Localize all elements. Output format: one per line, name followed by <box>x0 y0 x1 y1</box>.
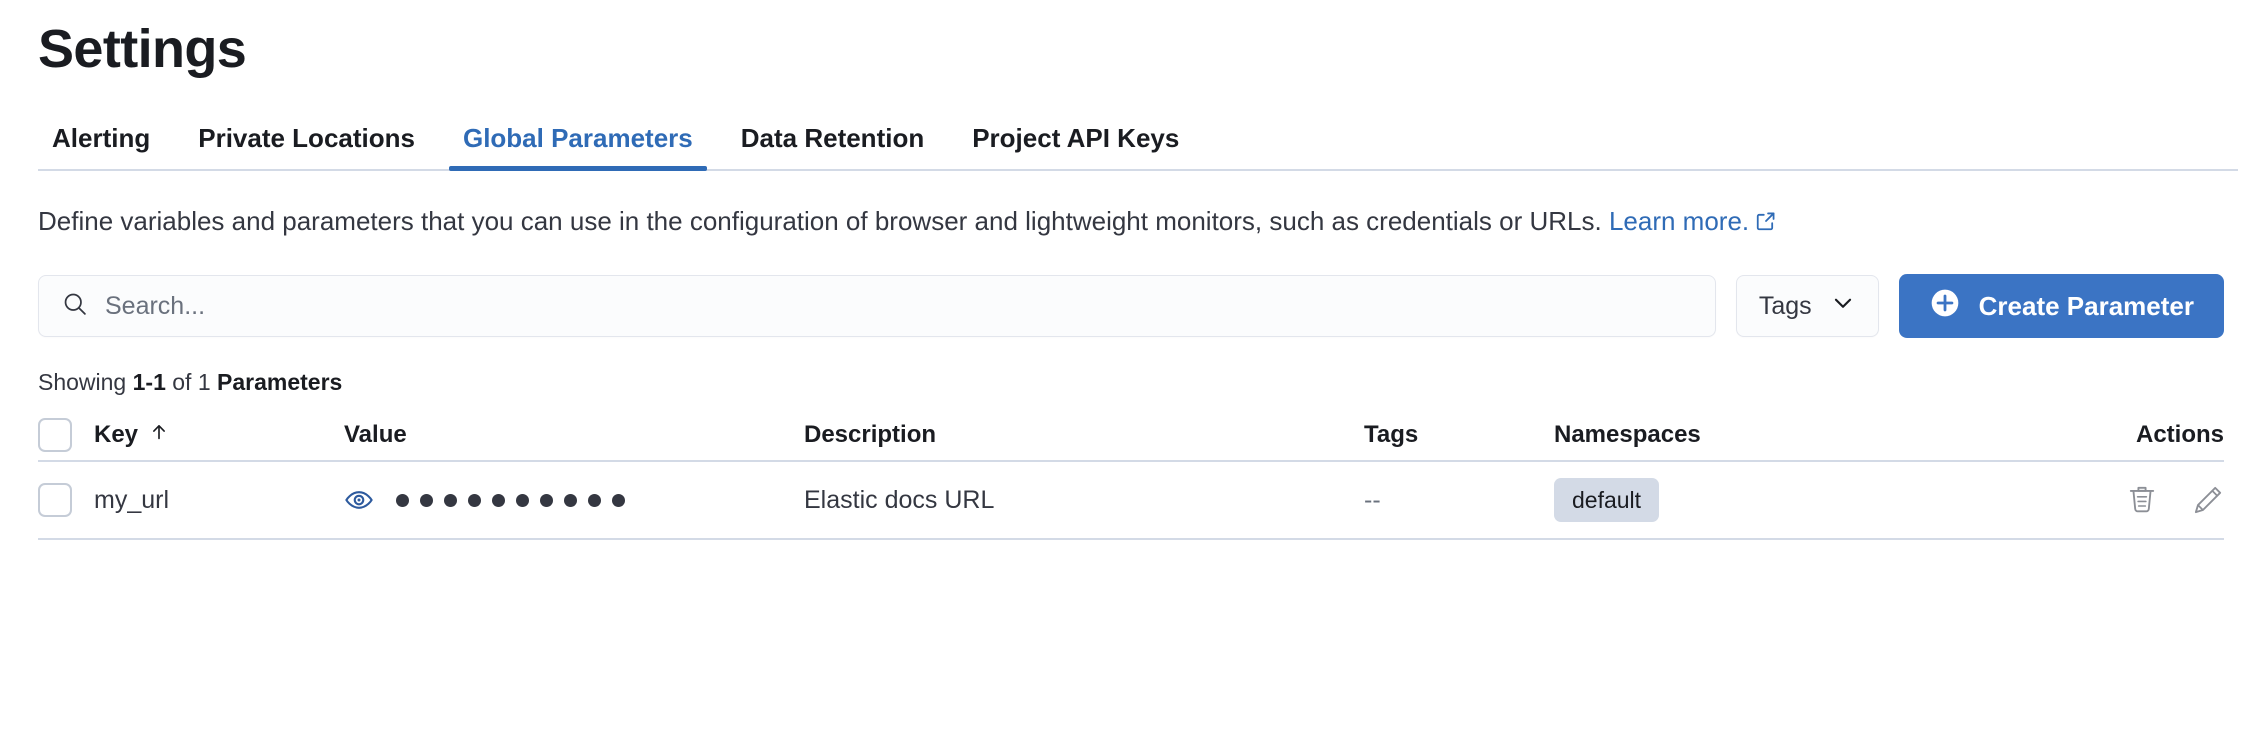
column-actions: Actions <box>2034 421 2224 449</box>
toolbar: Tags Create Parameter <box>38 274 2224 338</box>
external-link-icon <box>1755 199 1777 248</box>
tab-global-parameters[interactable]: Global Parameters <box>439 123 717 171</box>
plus-circle-icon <box>1929 287 1961 326</box>
parameters-table: Key Value Description Tags <box>38 410 2224 540</box>
results-noun: Parameters <box>217 369 343 395</box>
search-input[interactable] <box>105 291 1693 321</box>
row-select-cell <box>38 483 94 517</box>
create-parameter-button[interactable]: Create Parameter <box>1898 274 2224 338</box>
cell-key: my_url <box>94 486 344 515</box>
eye-icon[interactable] <box>344 485 374 515</box>
column-namespaces: Namespaces <box>1554 421 2034 449</box>
page-description: Define variables and parameters that you… <box>38 197 2238 248</box>
select-all-cell <box>38 418 94 452</box>
trash-icon[interactable] <box>2126 484 2158 516</box>
tags-filter-button[interactable]: Tags <box>1735 275 1879 337</box>
cell-key-text: my_url <box>94 485 170 514</box>
select-all-checkbox[interactable] <box>38 418 72 452</box>
tab-project-api-keys[interactable]: Project API Keys <box>972 123 1180 153</box>
pencil-icon[interactable] <box>2192 484 2224 516</box>
results-prefix: Showing <box>38 369 133 395</box>
description-text: Define variables and parameters that you… <box>38 206 1609 236</box>
row-checkbox[interactable] <box>38 483 72 517</box>
cell-tags-text: -- <box>1364 485 1381 514</box>
tab-private-locations[interactable]: Private Locations <box>198 123 415 153</box>
column-actions-label: Actions <box>2135 421 2224 448</box>
cell-namespaces: default <box>1554 478 2034 522</box>
cell-value <box>344 485 804 515</box>
chevron-down-icon <box>1830 290 1856 323</box>
tags-filter-label: Tags <box>1758 291 1812 320</box>
cell-actions <box>2034 484 2224 516</box>
column-key-label: Key <box>94 421 139 448</box>
table-row[interactable]: my_url Elastic docs URL -- defau <box>38 462 2224 540</box>
namespace-badge: default <box>1554 478 1660 522</box>
arrow-up-icon <box>148 421 170 450</box>
create-parameter-label: Create Parameter <box>1978 290 2194 321</box>
column-description-label: Description <box>804 421 937 448</box>
column-key-sort[interactable]: Key <box>94 421 170 450</box>
cell-description: Elastic docs URL <box>804 486 1364 515</box>
cell-description-text: Elastic docs URL <box>804 485 995 514</box>
column-value: Value <box>344 421 804 449</box>
settings-tabs: Alerting Private Locations Global Parame… <box>38 115 2238 171</box>
column-tags-label: Tags <box>1364 421 1419 448</box>
results-count: Showing 1-1 of 1 Parameters <box>38 368 2238 396</box>
column-description: Description <box>804 421 1364 449</box>
table-header-row: Key Value Description Tags <box>38 410 2224 462</box>
search-box[interactable] <box>38 275 1716 337</box>
column-key: Key <box>94 421 344 450</box>
column-namespaces-label: Namespaces <box>1554 421 1701 448</box>
column-value-label: Value <box>344 421 407 448</box>
cell-tags: -- <box>1364 486 1554 515</box>
tab-data-retention[interactable]: Data Retention <box>740 123 925 153</box>
tab-alerting[interactable]: Alerting <box>52 123 151 153</box>
page-title: Settings <box>38 19 247 79</box>
masked-value <box>396 493 625 507</box>
results-middle: of 1 <box>165 369 218 395</box>
column-tags: Tags <box>1364 421 1554 449</box>
results-range: 1-1 <box>132 369 166 395</box>
learn-more-link[interactable]: Learn more. <box>1608 206 1750 236</box>
search-icon <box>61 290 89 323</box>
